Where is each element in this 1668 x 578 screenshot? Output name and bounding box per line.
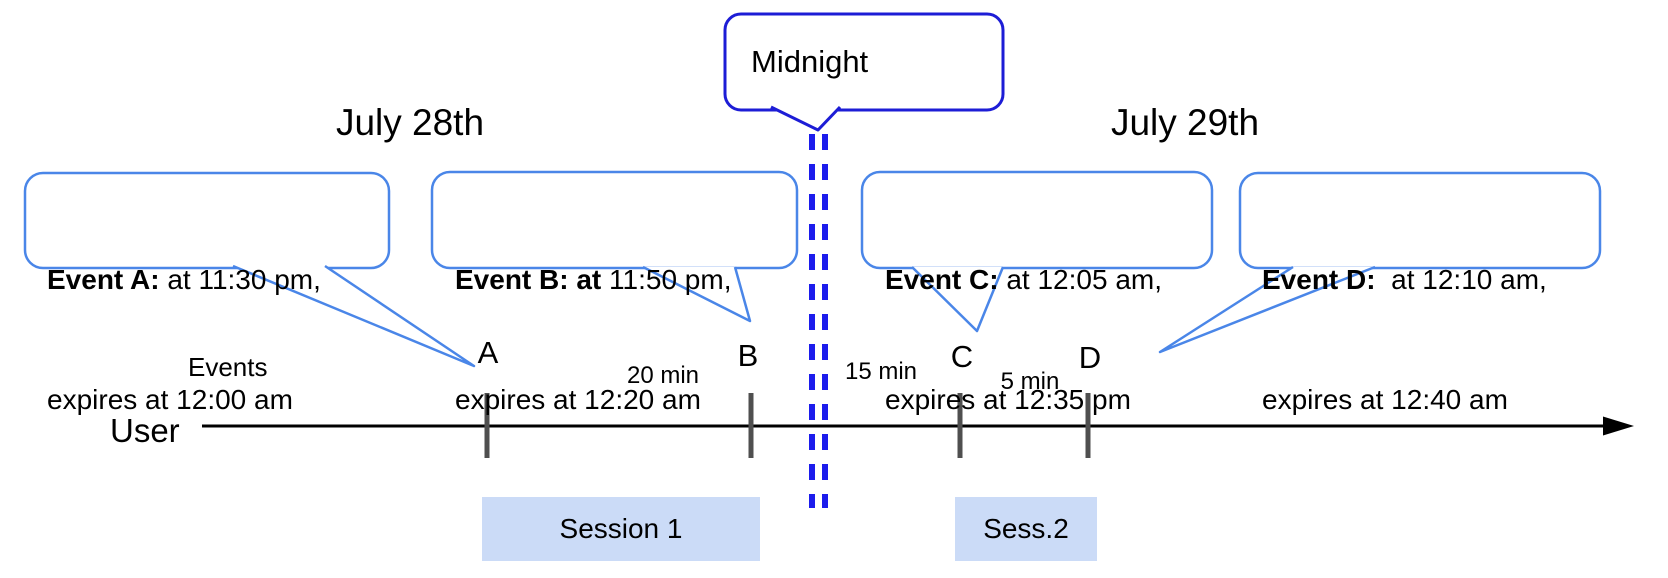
event-d-line2: expires at 12:40 am bbox=[1262, 384, 1508, 415]
event-d-line1: Event D: at 12:10 am, bbox=[1262, 260, 1547, 300]
events-axis-label: Events bbox=[188, 352, 268, 382]
midnight-bubble-shape bbox=[723, 12, 1005, 112]
event-d-bubble-tail bbox=[1158, 265, 1376, 354]
event-c-bubble-text: Event C: at 12:05 am, expires at 12:35 p… bbox=[885, 180, 1162, 500]
event-c-bubble-tail bbox=[911, 266, 1005, 333]
event-b-line2: expires at 12:20 am bbox=[455, 384, 701, 415]
event-a-title: Event A: bbox=[47, 264, 160, 295]
session2-box-shape bbox=[955, 497, 1097, 561]
marker-a: A bbox=[477, 335, 499, 370]
event-b-bubble-shape bbox=[430, 170, 799, 270]
date-july-29: July 29th bbox=[1110, 102, 1260, 143]
session1-box: Session 1 bbox=[482, 497, 760, 561]
midnight-bubble-tail bbox=[770, 105, 842, 132]
session2-label: Sess.2 bbox=[983, 513, 1069, 544]
event-a-line1: Event A: at 11:30 pm, bbox=[47, 260, 321, 300]
session1-label: Session 1 bbox=[559, 513, 683, 544]
event-d-title: Event D: bbox=[1262, 264, 1376, 295]
timeline-arrowhead bbox=[1603, 416, 1634, 436]
marker-d: D bbox=[1078, 340, 1102, 375]
session2-box: Sess.2 bbox=[955, 497, 1097, 561]
interval-20min: 20 min bbox=[626, 362, 700, 389]
event-d-bubble-text: Event D: at 12:10 am, expires at 12:40 a… bbox=[1262, 180, 1547, 500]
marker-b: B bbox=[737, 338, 759, 373]
date-july-28: July 28th bbox=[335, 102, 485, 143]
midnight-label: Midnight bbox=[751, 44, 869, 79]
event-a-bubble-text: Event A: at 11:30 pm, expires at 12:00 a… bbox=[47, 180, 321, 500]
event-d-bubble-shape bbox=[1238, 171, 1602, 270]
event-b-bubble-tail bbox=[642, 265, 752, 323]
event-c-time: at 12:05 am, bbox=[998, 264, 1163, 295]
interval-5min: 5 min bbox=[1000, 368, 1060, 395]
event-c-bubble-shape bbox=[860, 170, 1214, 270]
event-a-line2: expires at 12:00 am bbox=[47, 384, 293, 415]
marker-c: C bbox=[950, 339, 974, 374]
session1-box-shape bbox=[482, 497, 760, 561]
event-d-time: at 12:10 am, bbox=[1375, 264, 1547, 295]
event-c-title: Event C: bbox=[885, 264, 999, 295]
event-a-bubble-shape bbox=[23, 171, 391, 270]
event-b-title: Event B: at bbox=[455, 264, 602, 295]
event-c-line1: Event C: at 12:05 am, bbox=[885, 260, 1162, 300]
interval-15min: 15 min bbox=[844, 358, 918, 385]
event-b-line1: Event B: at 11:50 pm, bbox=[455, 260, 731, 300]
event-a-bubble-tail bbox=[232, 264, 476, 368]
event-c-line2: expires at 12:35 pm bbox=[885, 384, 1131, 415]
event-b-bubble-text: Event B: at 11:50 pm, expires at 12:20 a… bbox=[455, 180, 731, 500]
event-b-time: 11:50 pm, bbox=[601, 264, 732, 295]
event-a-time: at 11:30 pm, bbox=[159, 264, 321, 295]
user-axis-label: User bbox=[110, 412, 180, 449]
